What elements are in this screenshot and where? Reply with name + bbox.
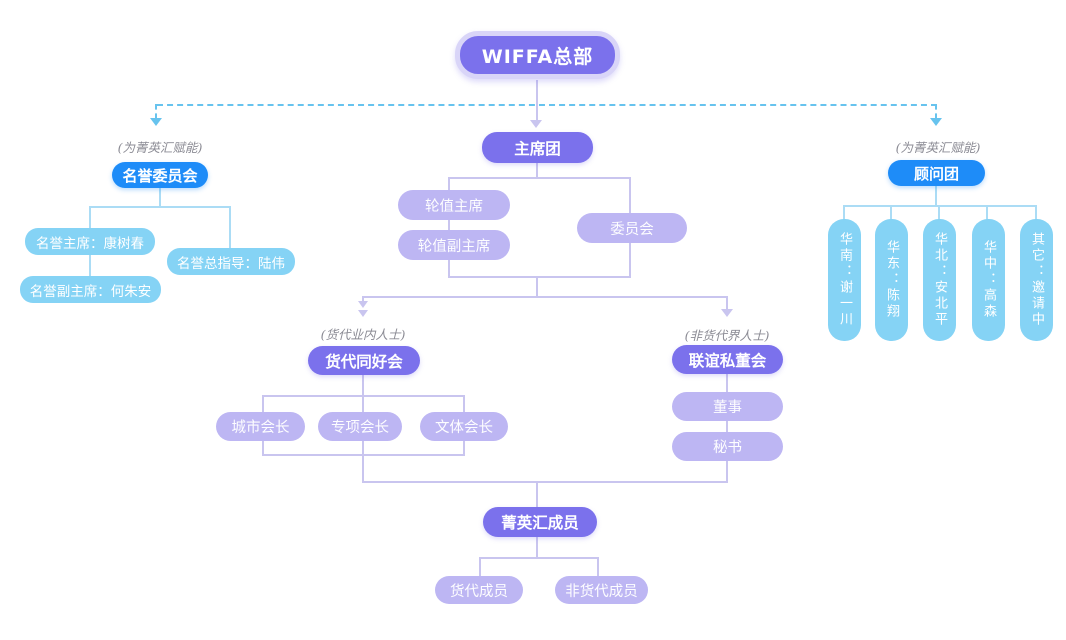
down-arrowhead-icon [721, 309, 733, 317]
connector-members-bracket-left [479, 557, 481, 577]
presidium-node: 主席团 [482, 132, 593, 163]
city-president-node: 城市会长 [216, 412, 305, 441]
down-arrowhead-icon [358, 310, 368, 317]
elite-members-node: 菁英汇成员 [483, 507, 597, 537]
connector-honorary-stub [159, 188, 161, 208]
connector-forwarder-bracket-top [262, 395, 465, 397]
connector-advisory-branch [843, 205, 1037, 207]
down-arrowhead-icon [358, 301, 368, 308]
director-node: 董事 [672, 392, 783, 421]
forwarder-member-node: 货代成员 [435, 576, 523, 604]
honorary-director-node: 名誉总指导：陆伟 [167, 248, 295, 275]
honorary-committee-node: 名誉委员会 [112, 162, 208, 188]
connector-root-presidium [536, 80, 538, 121]
special-president-node: 专项会长 [318, 412, 402, 441]
connector-members-merge [362, 481, 728, 483]
connector-members-stub [536, 481, 538, 508]
connector-director-secretary [726, 420, 728, 434]
connector-presidium-loop-bottom [448, 276, 631, 278]
connector-board-director [726, 373, 728, 393]
culture-president-node: 文体会长 [420, 412, 508, 441]
note-forwarder-insiders: (货代业内人士) [320, 327, 406, 342]
honorary-vice-chairman-node: 名誉副主席：何朱安 [20, 276, 161, 303]
advisor-other-node: 其它：邀请中 [1020, 219, 1053, 341]
advisor-east-china-node: 华东：陈翔 [875, 219, 908, 341]
connector-advisory-drop-5 [1035, 205, 1037, 220]
connector-members-down [536, 537, 538, 559]
connector-presidium-stub [536, 163, 538, 178]
connector-advisory-drop-1 [843, 205, 845, 220]
connector-board-arrow-shaft [726, 296, 728, 310]
connector-advisory-drop-4 [986, 205, 988, 220]
forwarder-club-node: 货代同好会 [308, 346, 420, 375]
connector-clubs-splitter [362, 296, 728, 298]
down-arrowhead-icon [150, 118, 162, 126]
note-advisory-empower: (为菁英汇赋能) [895, 140, 981, 155]
committee-node: 委员会 [577, 213, 687, 243]
advisor-north-china-node: 华北：安北平 [923, 219, 956, 341]
honorary-chairman-node: 名誉主席：康树春 [25, 228, 155, 255]
connector-advisory-stub [935, 186, 937, 207]
advisor-central-china-node: 华中：高森 [972, 219, 1005, 341]
connector-members-bracket-right [597, 557, 599, 577]
connector-dashed-top [157, 104, 937, 106]
note-non-forwarder: (非货代界人士) [684, 328, 770, 343]
connector-presidium-down [536, 276, 538, 297]
connector-dashed-left-drop [155, 104, 157, 119]
connector-secretary-down [726, 460, 728, 483]
connector-forwarder-arrow-shaft [362, 296, 364, 303]
advisory-group-node: 顾问团 [888, 160, 985, 186]
root-node-wiffa-hq: WIFFA总部 [455, 31, 620, 79]
secretary-node: 秘书 [672, 432, 783, 461]
connector-forwarder-bracket-bottom [262, 454, 465, 456]
non-forwarder-member-node: 非货代成员 [555, 576, 648, 604]
connector-honorary-left-drop [89, 206, 91, 229]
connector-honorary-branch [89, 206, 231, 208]
connector-members-bracket [479, 557, 599, 559]
connector-dashed-right-drop [935, 104, 937, 119]
connector-honorary-vice-drop [89, 254, 91, 277]
down-arrowhead-icon [930, 118, 942, 126]
note-honorary-empower: (为菁英汇赋能) [117, 140, 203, 155]
down-arrowhead-icon [530, 120, 542, 128]
rotating-vice-chairman-node: 轮值副主席 [398, 230, 510, 260]
connector-presidium-loop-left [448, 177, 450, 278]
connector-honorary-right-drop [229, 206, 231, 250]
connector-presidium-loop-top [448, 177, 631, 179]
rotating-chairman-node: 轮值主席 [398, 190, 510, 220]
advisor-south-china-node: 华南：谢一川 [828, 219, 861, 341]
connector-advisory-drop-3 [938, 205, 940, 220]
private-board-node: 联谊私董会 [672, 345, 783, 374]
connector-advisory-drop-2 [890, 205, 892, 220]
